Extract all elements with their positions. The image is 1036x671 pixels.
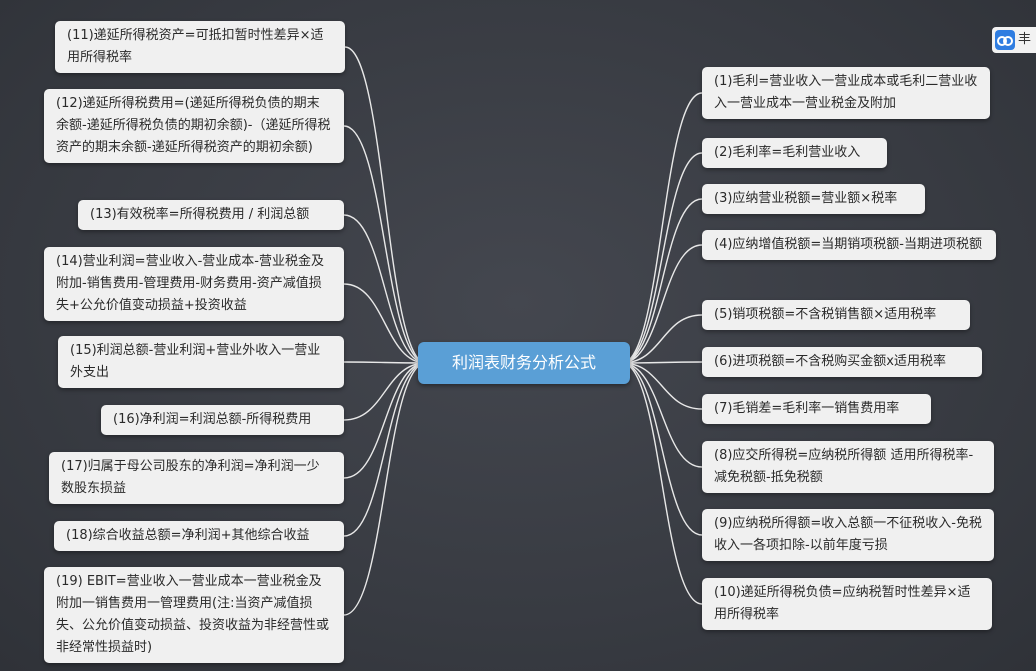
connector-line	[343, 214, 427, 364]
connector-line	[621, 362, 703, 410]
node-7[interactable]: (7)毛销差=毛利率一销售费用率	[702, 394, 931, 424]
connector-line	[343, 283, 427, 364]
connector-line	[621, 361, 703, 364]
node-4[interactable]: (4)应纳增值税额=当期销项税额-当期进项税额	[702, 230, 996, 260]
baidu-pan-icon	[995, 30, 1015, 50]
connector-line	[621, 198, 703, 364]
node-5[interactable]: (5)销项税额=不含税销售额×适用税率	[702, 300, 970, 330]
connector-line	[621, 362, 703, 536]
node-8[interactable]: (8)应交所得税=应纳税所得额 适用所得税率-减免税额-抵免税额	[702, 441, 994, 493]
connector-line	[621, 314, 703, 364]
badge-text: 丰	[1018, 32, 1032, 47]
node-9[interactable]: (9)应纳税所得额=收入总额一不征税收入-免税收入一各项扣除-以前年度亏损	[702, 509, 994, 561]
node-13[interactable]: (13)有效税率=所得税费用 / 利润总额	[78, 200, 344, 230]
connector-line	[343, 362, 427, 616]
connector-line	[343, 362, 427, 537]
node-19[interactable]: (19) EBIT=营业收入一营业成本一营业税金及附加一销售费用一管理费用(注:…	[44, 567, 344, 663]
central-topic[interactable]: 利润表财务分析公式	[418, 342, 630, 384]
node-16[interactable]: (16)净利润=利润总额-所得税费用	[101, 405, 344, 435]
corner-app-badge[interactable]: 丰	[992, 27, 1036, 53]
connector-line	[344, 46, 427, 364]
node-15[interactable]: (15)利润总额-营业利润+营业外收入一营业外支出	[58, 336, 344, 388]
connector-line	[621, 362, 703, 468]
connector-line	[343, 362, 427, 421]
connector-line	[621, 152, 703, 364]
connector-line	[621, 244, 703, 364]
connector-line	[343, 362, 427, 479]
node-6[interactable]: (6)进项税额=不含税购买金额x适用税率	[702, 347, 982, 377]
connector-line	[621, 92, 703, 364]
connector-line	[621, 362, 703, 605]
node-11[interactable]: (11)递延所得税资产=可抵扣暂时性差异×适用所得税率	[55, 21, 345, 73]
node-14[interactable]: (14)营业利润=营业收入-营业成本-营业税金及附加-销售费用-管理费用-财务费…	[44, 247, 344, 321]
node-1[interactable]: (1)毛利=营业收入一营业成本或毛利二营业收入一营业成本一营业税金及附加	[702, 67, 990, 119]
node-10[interactable]: (10)递延所得税负债=应纳税暂时性差异×适用所得税率	[702, 578, 992, 630]
node-18[interactable]: (18)综合收益总额=净利润+其他综合收益	[54, 521, 344, 551]
node-17[interactable]: (17)归属于母公司股东的净利润=净利润一少数股东损益	[49, 452, 344, 504]
node-3[interactable]: (3)应纳营业税额=营业额×税率	[702, 184, 925, 214]
connector-line	[343, 361, 427, 364]
node-2[interactable]: (2)毛利率=毛利营业收入	[702, 138, 887, 168]
connector-line	[343, 125, 427, 364]
node-12[interactable]: (12)递延所得税费用=(递延所得税负债的期末余额-递延所得税负债的期初余额)-…	[44, 89, 344, 163]
